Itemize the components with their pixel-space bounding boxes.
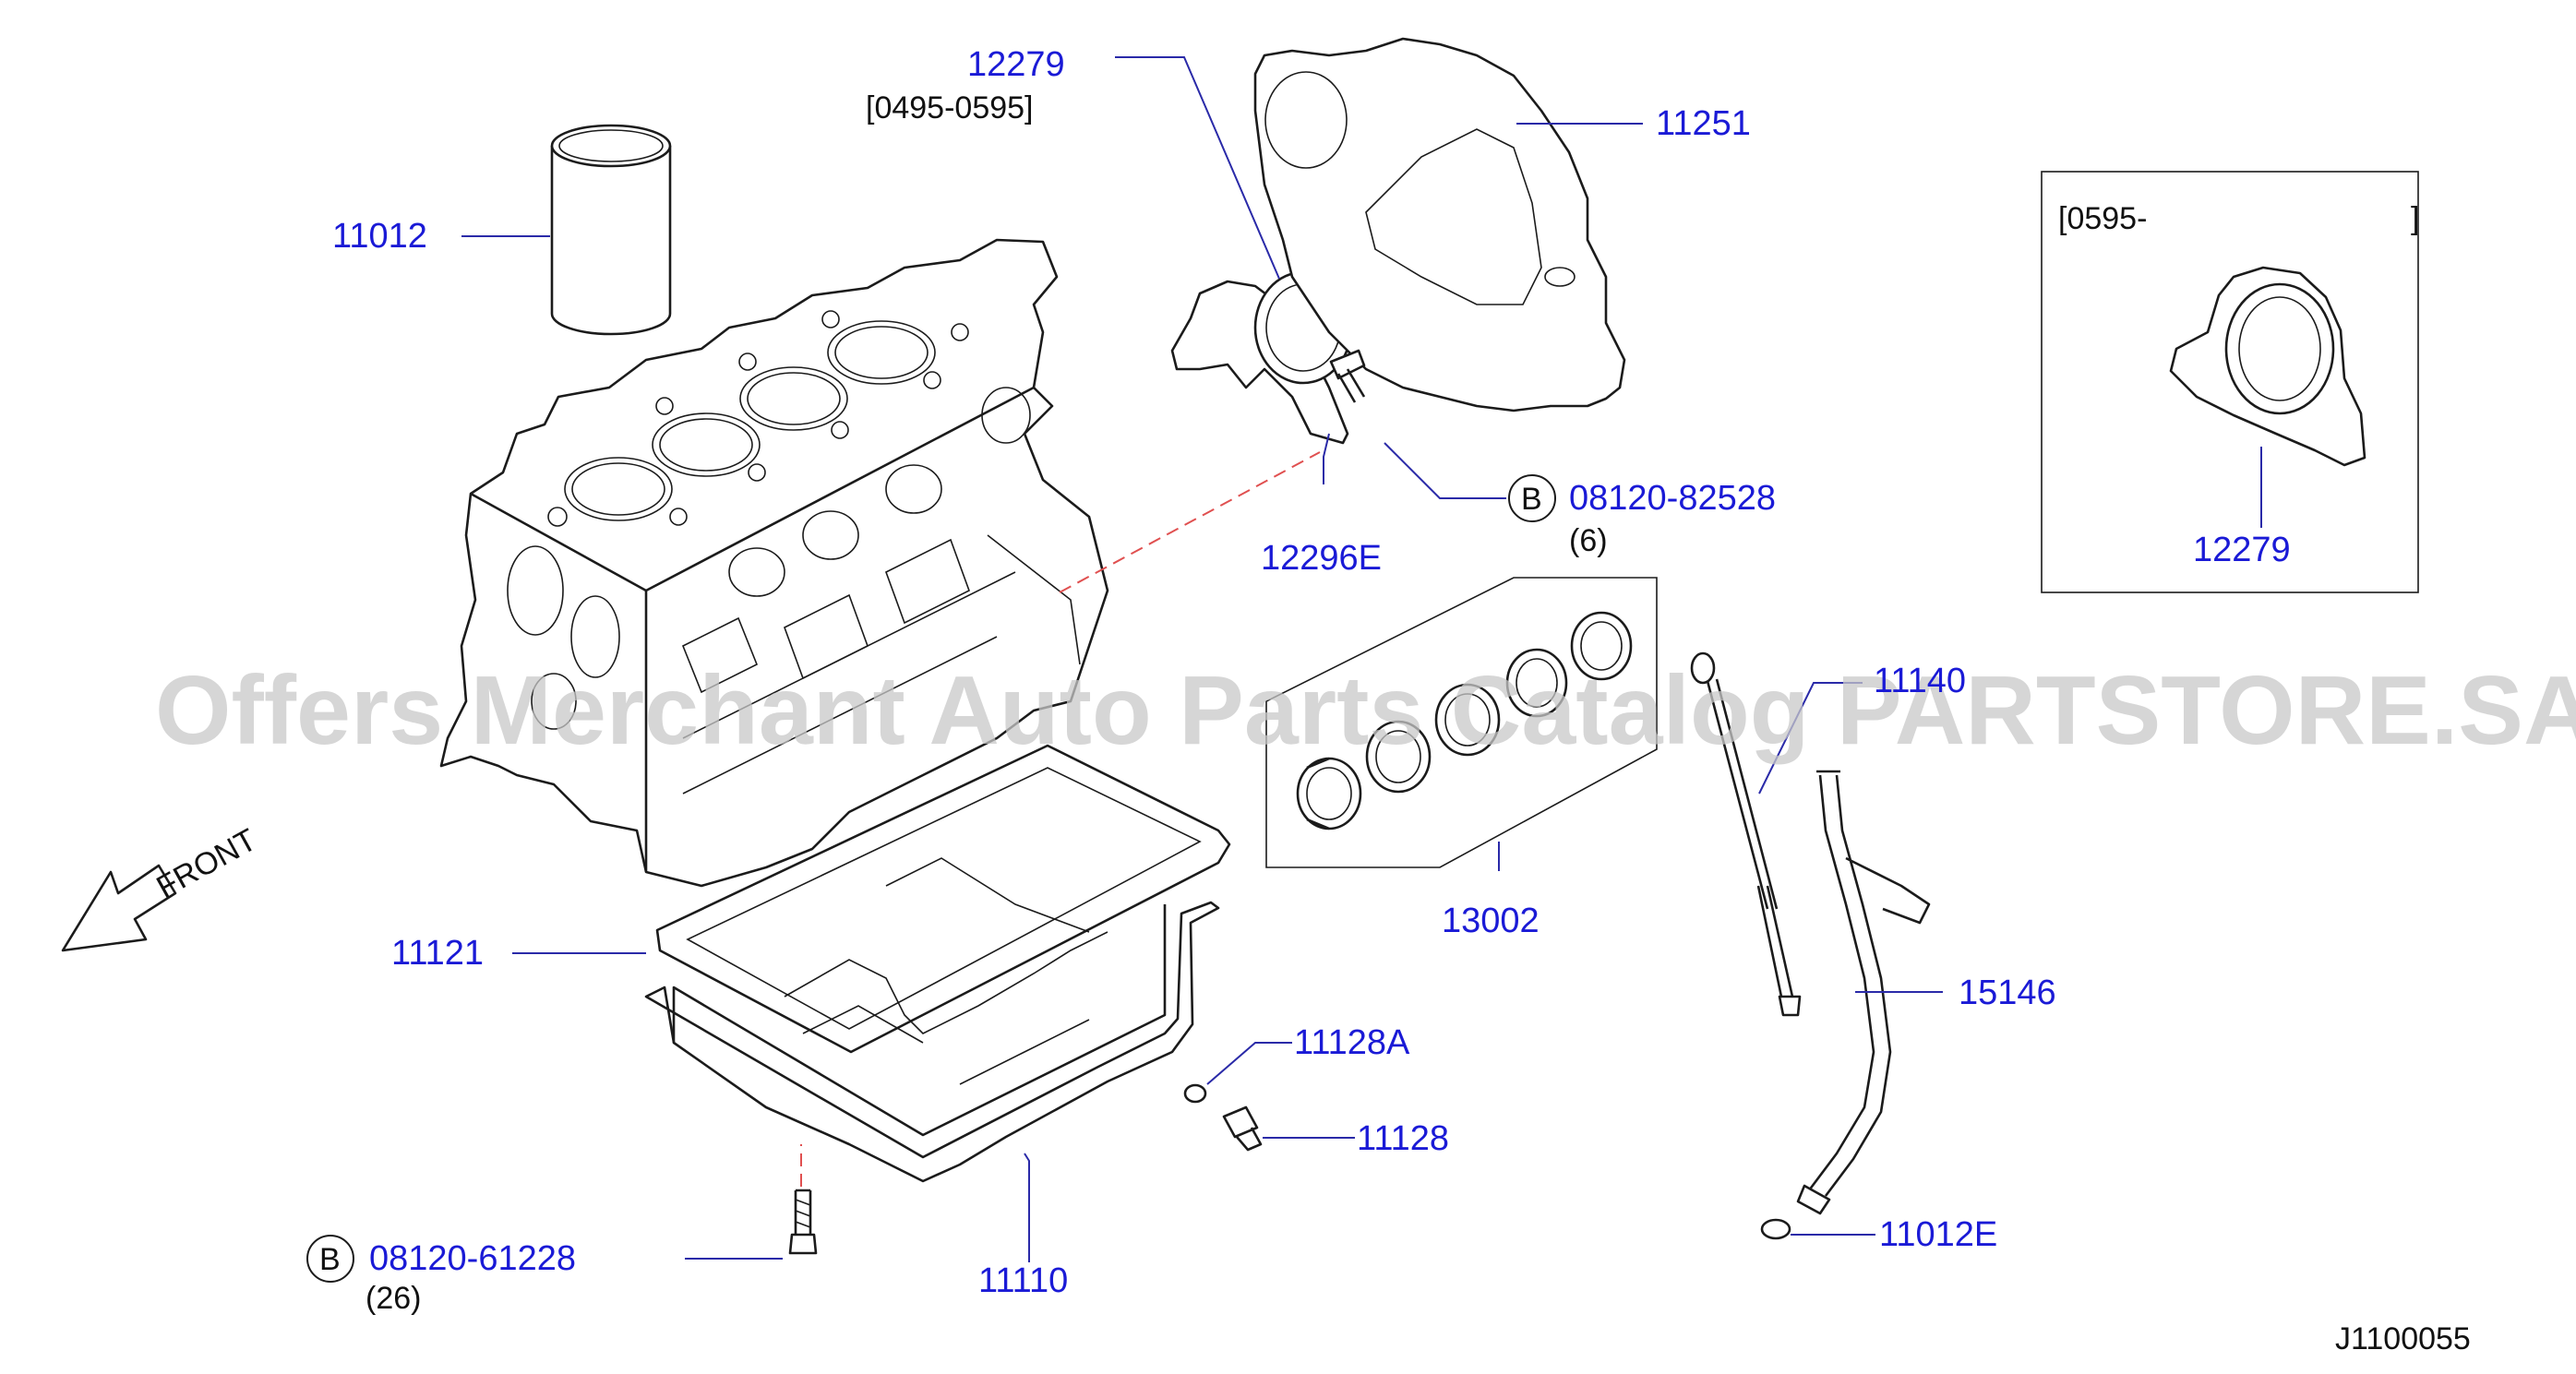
label-11012[interactable]: 11012: [332, 217, 427, 256]
leader-lines: [461, 56, 2262, 1262]
front-arrow-icon: [61, 864, 177, 952]
inset-box: [2041, 171, 2419, 593]
label-08120-82528[interactable]: 08120-82528: [1569, 479, 1776, 518]
gauge-guide-o-ring[interactable]: [1760, 1218, 1791, 1240]
label-08120-82528-qty: (6): [1569, 523, 1608, 558]
rear-plate[interactable]: [1253, 37, 1626, 412]
inset-range-start: [0595-: [2058, 201, 2147, 236]
front-label: FRONT: [150, 822, 262, 905]
bolt-marker-b-lower: B: [306, 1235, 354, 1283]
cylinder-block[interactable]: [439, 238, 1109, 888]
plate-bolt[interactable]: [1329, 349, 1366, 403]
label-12296e[interactable]: 12296E: [1261, 539, 1382, 578]
oil-pan[interactable]: [644, 857, 1220, 1183]
label-12279-date-range: [0495-0595]: [866, 90, 1034, 125]
bearing-set-frame: [1265, 577, 1658, 868]
cylinder-liner[interactable]: [550, 124, 672, 336]
label-08120-61228-qty: (26): [365, 1281, 421, 1316]
label-15146[interactable]: 15146: [1959, 974, 2056, 1012]
inset-range-end: ]: [2411, 201, 2419, 236]
oil-pan-washer[interactable]: [1183, 1083, 1207, 1104]
oil-level-gauge[interactable]: [1690, 651, 1802, 1017]
bolt-marker-letter: B: [1521, 482, 1542, 517]
label-12279-rear-seal[interactable]: 12279: [967, 45, 1065, 84]
oil-pan-gasket[interactable]: [655, 744, 1231, 1054]
oil-pan-bolt[interactable]: [788, 1189, 818, 1255]
label-11012e[interactable]: 11012E: [1879, 1215, 1997, 1254]
oil-gauge-guide[interactable]: [1796, 770, 1931, 1215]
oil-drain-plug[interactable]: [1222, 1105, 1263, 1152]
label-11251[interactable]: 11251: [1656, 104, 1751, 143]
diagram-code: J1100055: [2335, 1321, 2471, 1356]
label-08120-61228[interactable]: 08120-61228: [369, 1239, 576, 1278]
watermark: Offers Merchant Auto Parts Catalog PARTS…: [155, 656, 2576, 765]
main-bearings[interactable]: [1296, 611, 1633, 830]
label-11121[interactable]: 11121: [391, 934, 484, 973]
label-13002[interactable]: 13002: [1442, 902, 1540, 940]
label-11140[interactable]: 11140: [1874, 662, 1966, 700]
label-11110[interactable]: 11110: [978, 1261, 1068, 1300]
label-11128[interactable]: 11128: [1357, 1119, 1449, 1158]
bolt-marker-b-upper: B: [1508, 474, 1556, 522]
label-11128a[interactable]: 11128A: [1294, 1023, 1410, 1062]
bolt-marker-letter: B: [319, 1242, 341, 1277]
label-12279-inset[interactable]: 12279: [2193, 531, 2291, 569]
inset-rear-oil-seal[interactable]: [2169, 266, 2366, 467]
